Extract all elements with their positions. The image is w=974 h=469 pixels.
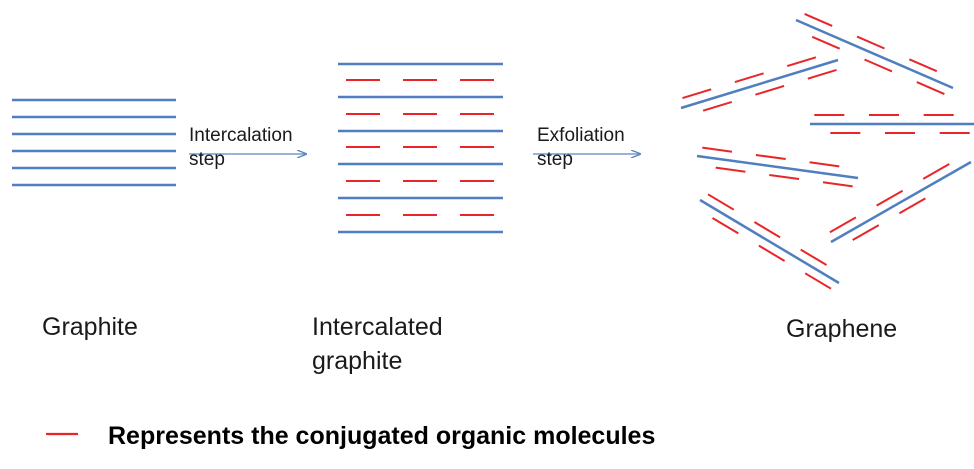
molecule-dash <box>922 163 950 180</box>
molecule-dash <box>876 189 904 207</box>
molecule-dash <box>908 58 938 73</box>
molecule-dash <box>702 146 733 153</box>
molecule-dash <box>809 161 840 168</box>
molecule-dash <box>682 88 712 100</box>
graphene-sheet <box>696 154 859 180</box>
molecule-dash <box>734 72 764 84</box>
graphene-sheet <box>699 198 840 285</box>
graphene-sheets <box>680 12 974 290</box>
molecule-dash <box>898 197 926 215</box>
graphene-label: Graphene <box>786 315 898 343</box>
intercalated-graphite-stack <box>338 62 503 234</box>
molecule-dash <box>856 35 885 50</box>
molecule-dash <box>707 193 735 211</box>
molecule-dash <box>758 244 786 262</box>
exfoliation-step-label: Exfoliation step <box>537 125 625 170</box>
graphite-stack <box>12 98 176 187</box>
graphene-sheet <box>680 58 839 110</box>
molecule-dash <box>702 100 733 112</box>
molecule-dash <box>822 181 853 188</box>
graphite-label: Graphite <box>42 313 138 341</box>
intercalated-graphite-label: Intercalated graphite <box>312 313 443 375</box>
legend-text: Represents the conjugated organic molecu… <box>108 422 656 450</box>
molecule-dash <box>804 12 833 27</box>
molecule-dash <box>829 216 857 234</box>
molecule-dash <box>755 154 786 160</box>
molecule-dash <box>864 58 893 73</box>
intercalation-step-label: Intercalation step <box>189 125 293 170</box>
molecule-dash <box>800 248 828 266</box>
molecule-dash <box>715 166 746 173</box>
molecule-dash <box>755 84 785 96</box>
molecule-dash <box>753 221 781 239</box>
molecule-dash <box>786 56 817 68</box>
graphene-sheet <box>795 18 954 90</box>
molecule-dash <box>916 81 945 96</box>
molecule-dash <box>811 35 841 50</box>
molecule-dash <box>769 174 800 180</box>
graphene-sheet <box>830 160 972 244</box>
molecule-dash <box>852 224 880 241</box>
molecule-dash <box>804 272 832 290</box>
molecule-dash <box>711 217 739 235</box>
molecule-dash <box>807 68 837 80</box>
